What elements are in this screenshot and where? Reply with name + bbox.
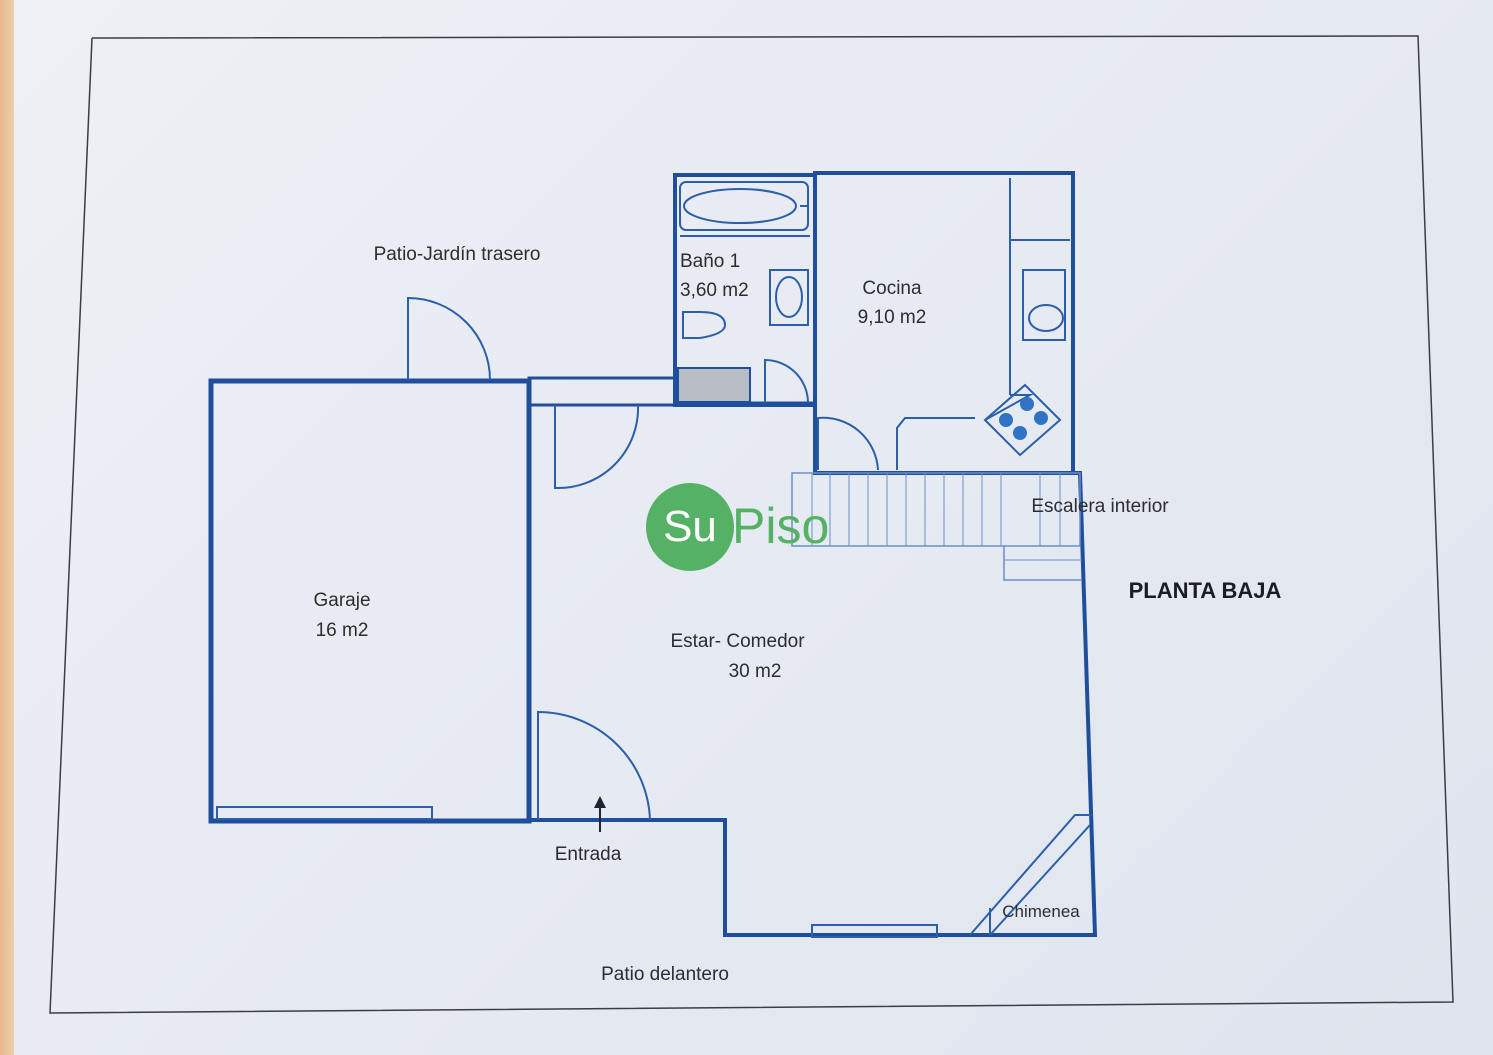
logo-text: Piso [732, 498, 830, 554]
fireplace [969, 814, 1092, 936]
label-chimenea: Chimenea [1002, 902, 1080, 921]
label-bano-area: 3,60 m2 [680, 280, 749, 301]
label-cocina-name: Cocina [862, 278, 922, 299]
label-bano-name: Baño 1 [680, 251, 741, 272]
staircase [791, 472, 1081, 547]
label-garaje-name: Garaje [313, 590, 371, 611]
sink [1022, 269, 1066, 341]
label-garaje-area: 16 m2 [315, 620, 369, 641]
washbasin [769, 269, 809, 326]
floor-title: PLANTA BAJA [1128, 578, 1282, 603]
label-cocina-area: 9,10 m2 [857, 307, 927, 328]
supiso-logo: Su Piso [646, 483, 856, 571]
logo-circle: Su [646, 483, 734, 571]
label-estar-name: Estar- Comedor [670, 631, 805, 652]
page-border [49, 35, 1454, 1014]
label-patio-trasero: Patio-Jardín trasero [373, 244, 541, 265]
label-escalera: Escalera interior [1031, 496, 1169, 517]
label-estar-area: 30 m2 [728, 661, 782, 682]
toilet [682, 311, 727, 339]
label-entrada: Entrada [554, 844, 622, 865]
cooktop [983, 383, 1062, 457]
label-patio-delantero: Patio delantero [601, 964, 729, 985]
shaft [677, 367, 751, 403]
